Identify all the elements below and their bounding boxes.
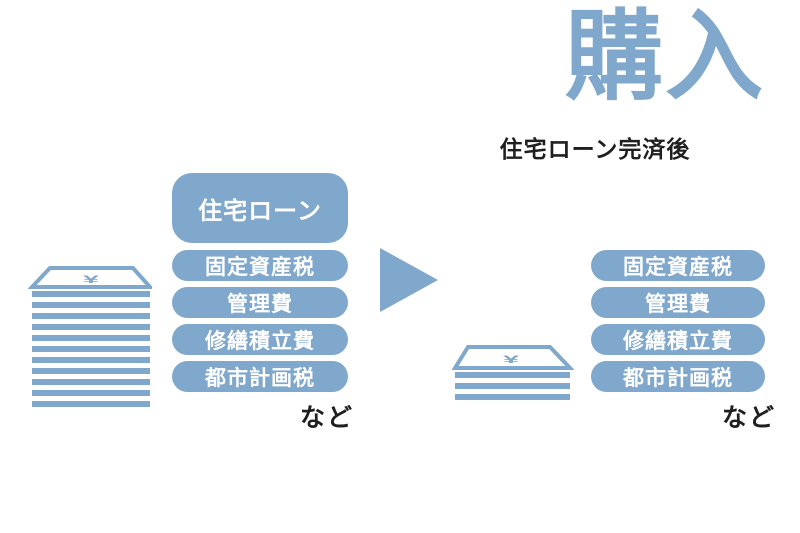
etc-label-before: など (300, 404, 355, 432)
pill-fixed-asset-tax-before: 固定資産税 (172, 250, 348, 281)
subtitle-loan-paid-off: 住宅ローン完済後 (499, 136, 691, 162)
pill-city-planning-tax-before: 都市計画税 (172, 361, 348, 392)
pill-fixed-asset-tax-after: 固定資産税 (591, 250, 765, 281)
yen-mark: ¥ (503, 353, 519, 365)
right-arrow-icon (380, 248, 438, 312)
pill-housing-loan: 住宅ローン (172, 173, 348, 243)
page-title: 購入 (564, 1, 765, 111)
pill-repair-reserve-before: 修繕積立費 (172, 324, 348, 355)
pill-city-planning-tax-after: 都市計画税 (591, 361, 765, 392)
pill-repair-reserve-after: 修繕積立費 (591, 324, 765, 355)
etc-label-after: など (722, 404, 777, 432)
pill-management-fee-after: 管理費 (591, 287, 765, 318)
pill-management-fee-before: 管理費 (172, 287, 348, 318)
money-stack-small-icon: ¥ (452, 344, 574, 402)
money-stack-large-icon: ¥ (28, 262, 152, 408)
yen-mark: ¥ (83, 273, 99, 285)
